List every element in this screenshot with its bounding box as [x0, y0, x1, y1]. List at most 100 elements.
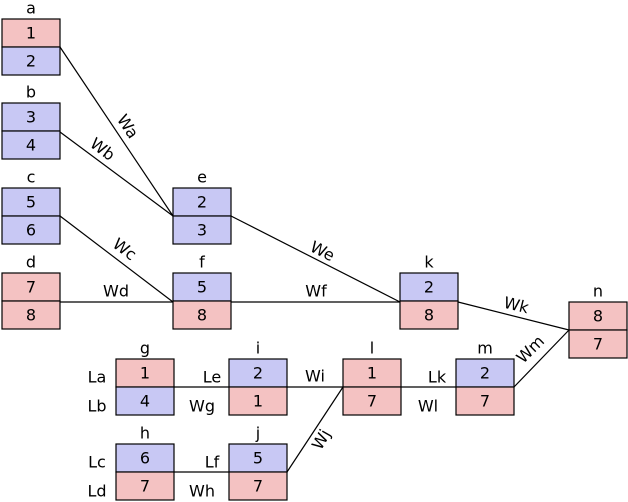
node-f-cell-top: [172, 272, 232, 302]
node-label-a: a: [26, 0, 36, 18]
edge-wb: [59, 131, 174, 217]
node-i-value-bottom: 1: [253, 392, 263, 411]
edge-wa: [59, 46, 174, 217]
edge-label-wb: Wb: [87, 134, 119, 165]
node-c-cell-top: [1, 187, 61, 217]
node-e: e23: [172, 168, 232, 245]
node-h: h 6 7: [115, 424, 175, 501]
node-a-cell-bottom: [1, 46, 61, 76]
node-e-value-bottom: 3: [197, 221, 207, 240]
node-label-k: k: [424, 253, 434, 272]
node-m: m 2 7: [455, 339, 515, 416]
node-l-cell-top: [342, 358, 402, 388]
node-label-i: i: [256, 339, 260, 358]
edge-we: [230, 215, 401, 303]
node-label-f: f: [199, 253, 205, 272]
node-b-cell-top: [1, 102, 61, 132]
edge-label-wh: Wh: [189, 482, 215, 501]
node-label-n: n: [593, 282, 603, 301]
node-label-j: j: [255, 424, 260, 443]
node-f: f 5 8: [172, 253, 232, 330]
edge-label-wg: Wg: [189, 397, 215, 416]
node-d-value-top: 7: [26, 278, 36, 297]
node-label-b: b: [26, 83, 36, 102]
input-label-lb: Lb: [87, 397, 106, 416]
node-l-value-bottom: 7: [367, 392, 377, 411]
input-label-ld: Ld: [87, 482, 106, 501]
node-n-cell-bottom: [568, 329, 628, 359]
node-a-value-bottom: 2: [26, 52, 36, 71]
edge-label-wj: Wj: [308, 426, 335, 453]
node-b-value-bottom: 4: [26, 136, 36, 155]
input-label-lf: Lf: [205, 453, 220, 472]
input-label-lc: Lc: [88, 453, 106, 472]
edges-layer: [59, 46, 570, 473]
node-c-value-bottom: 6: [26, 221, 36, 240]
node-c-value-top: 5: [26, 193, 36, 212]
edge-wj: [286, 386, 344, 473]
node-label-m: m: [477, 339, 493, 358]
node-c-cell-bottom: [1, 215, 61, 245]
node-h-value-top: 6: [140, 449, 150, 468]
node-a: a 1 2: [1, 0, 61, 76]
node-g: g14: [115, 339, 175, 416]
edge-label-wc: Wc: [109, 234, 140, 264]
node-f-value-bottom: 8: [197, 306, 207, 325]
input-label-la: La: [88, 368, 107, 387]
node-b-cell-bottom: [1, 130, 61, 160]
node-label-h: h: [140, 424, 150, 443]
node-k: k28: [399, 253, 459, 330]
node-m-cell-top: [455, 358, 515, 388]
edge-label-wa: Wa: [113, 111, 143, 142]
node-m-value-top: 2: [480, 364, 490, 383]
node-f-cell-bottom: [172, 300, 232, 330]
node-m-cell-bottom: [455, 386, 515, 416]
node-m-value-bottom: 7: [480, 392, 490, 411]
node-label-l: l: [370, 339, 374, 358]
edge-label-wf: Wf: [305, 282, 327, 301]
edge-label-wd: Wd: [103, 282, 129, 301]
node-i-value-top: 2: [253, 364, 263, 383]
input-label-lk: Lk: [428, 368, 447, 387]
node-j-value-bottom: 7: [253, 477, 263, 496]
node-j: j57: [228, 424, 288, 501]
edge-wm: [513, 329, 570, 388]
node-j-cell-top: [228, 443, 288, 473]
node-b-value-top: 3: [26, 108, 36, 127]
node-f-value-top: 5: [197, 278, 207, 297]
node-a-value-top: 1: [26, 24, 36, 43]
node-i: i 2 1: [228, 339, 288, 416]
node-n-value-bottom: 7: [593, 335, 603, 354]
node-l-value-top: 1: [367, 364, 377, 383]
node-d-cell-bottom: [1, 300, 61, 330]
node-c: c56: [1, 168, 61, 245]
node-d-value-bottom: 8: [26, 306, 36, 325]
node-h-value-bottom: 7: [140, 477, 150, 496]
node-label-d: d: [26, 253, 36, 272]
node-h-cell-top: [115, 443, 175, 473]
edge-label-we: We: [307, 237, 338, 265]
edge-label-wi: Wi: [305, 367, 325, 386]
input-label-le: Le: [203, 368, 221, 387]
node-g-value-top: 1: [140, 364, 150, 383]
node-b: b 3 4: [1, 83, 61, 160]
node-n-cell-top: [568, 301, 628, 331]
edge-label-wl: Wl: [418, 397, 438, 416]
node-label-g: g: [140, 339, 150, 358]
node-g-cell-bottom: [115, 386, 175, 416]
node-d: d 7 8: [1, 253, 61, 330]
node-n-value-top: 8: [593, 307, 603, 326]
edge-wk: [457, 301, 570, 331]
node-k-value-bottom: 8: [424, 306, 434, 325]
node-k-cell-bottom: [399, 300, 459, 330]
node-e-cell-bottom: [172, 215, 232, 245]
node-l: l 1 7: [342, 339, 402, 416]
node-j-cell-bottom: [228, 471, 288, 501]
edge-wc: [59, 215, 174, 303]
node-h-cell-bottom: [115, 471, 175, 501]
node-l-cell-bottom: [342, 386, 402, 416]
node-e-value-top: 2: [197, 193, 207, 212]
